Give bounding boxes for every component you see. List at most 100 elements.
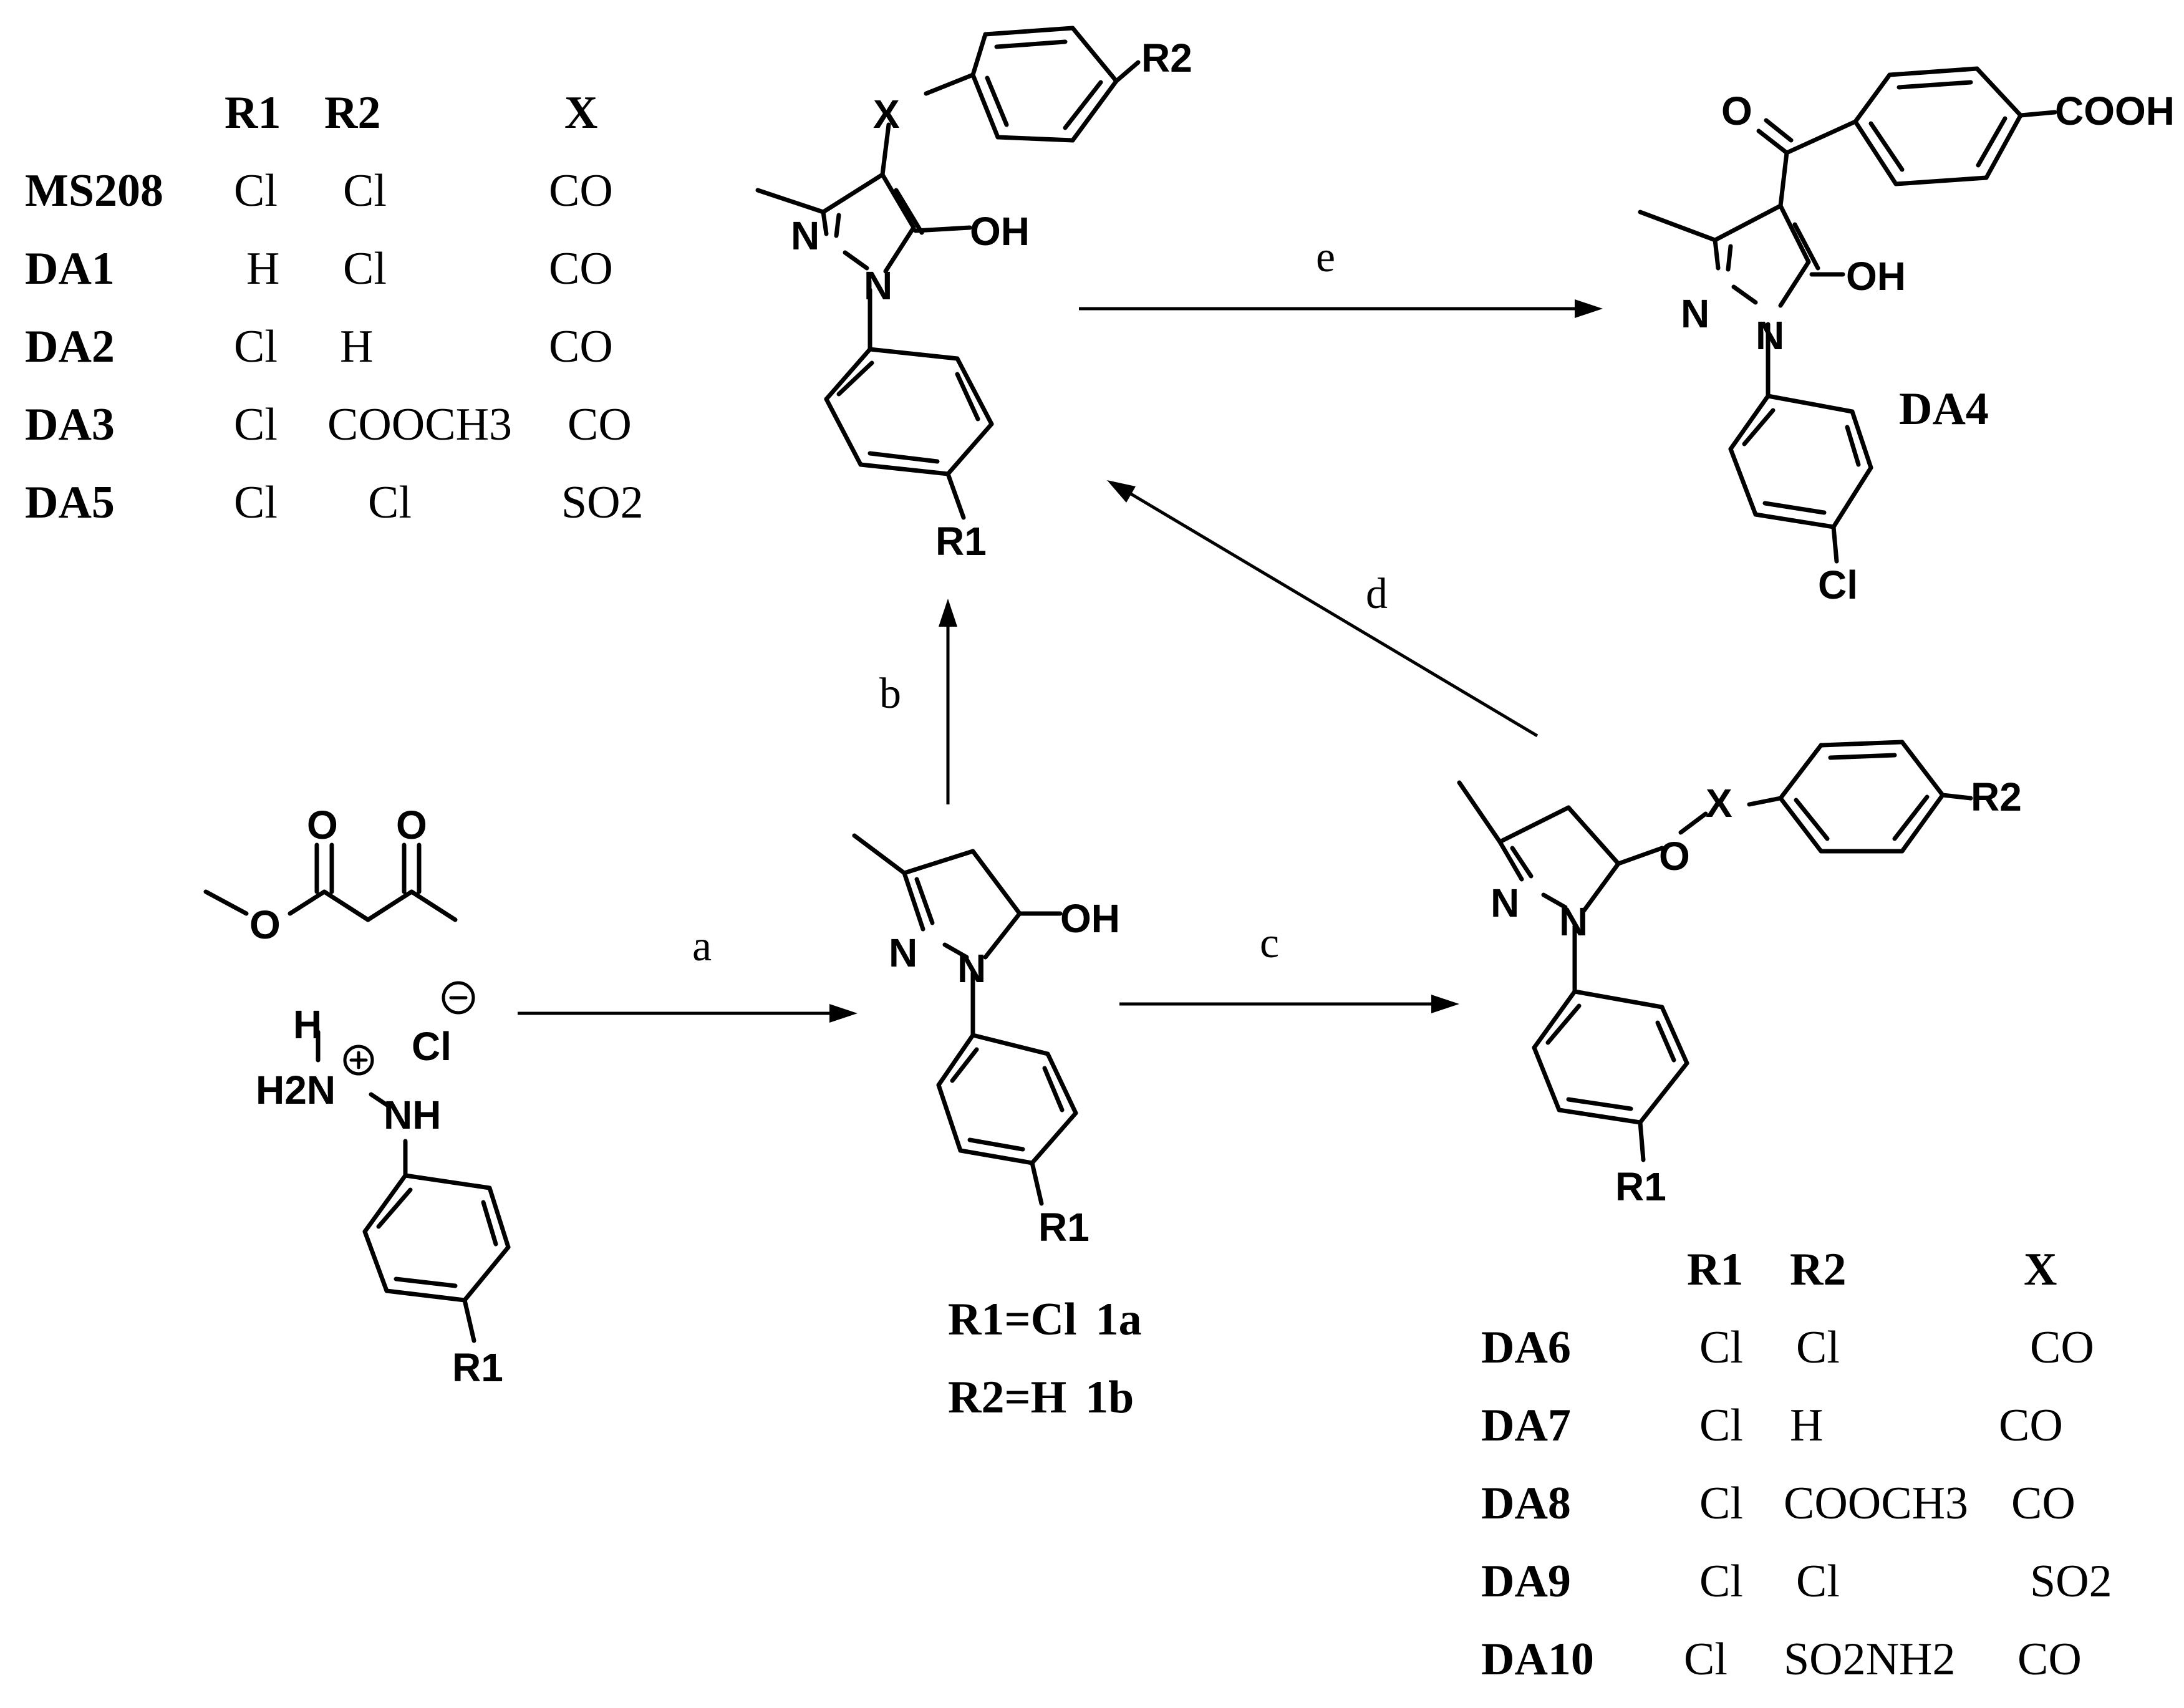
reagents: O O O H H2N NH Cl R1 <box>203 803 511 1390</box>
atom-oh: OH <box>970 209 1030 254</box>
legend-r2-line: R2=H 1b <box>948 1372 1134 1423</box>
atom-o: O <box>1721 89 1752 133</box>
atom-o: O <box>396 803 427 847</box>
positive-charge-icon <box>343 1045 374 1076</box>
table-top-row-x: SO2 <box>561 477 644 528</box>
table-bottom-row-name: DA10 <box>1481 1634 1594 1685</box>
atom-r2: R2 <box>1971 774 2022 819</box>
atom-n: N <box>1681 291 1709 336</box>
table-bottom-row-name: DA9 <box>1481 1556 1571 1607</box>
compound-o-acyl-pyrazole: X O N N R2 R1 <box>1457 740 2022 1209</box>
arrow-b: b <box>879 599 957 804</box>
atom-n: N <box>957 946 986 991</box>
atom-o: O <box>249 902 281 947</box>
table-top-row-x: CO <box>549 321 613 372</box>
table-top-row-name: DA1 <box>25 243 115 294</box>
table-top-row-r2: Cl <box>343 243 387 294</box>
atom-x: X <box>1706 781 1732 826</box>
atom-labels: O COOH OH N N Cl <box>1681 89 2175 607</box>
aryl-ring-upper <box>924 26 1141 143</box>
aryl-ring-upper <box>1853 66 2057 186</box>
atom-x: X <box>873 92 900 137</box>
table-bottom-row-x: CO <box>1999 1400 2063 1451</box>
ester-linker <box>1678 796 1783 835</box>
atom-h: H <box>293 1002 322 1047</box>
arrow-b-label: b <box>879 670 901 718</box>
table-bottom-row-r2: Cl <box>1796 1322 1840 1373</box>
atom-o: O <box>1659 834 1690 879</box>
aryl-ring-lower <box>1532 989 1689 1162</box>
arrow-d-label: d <box>1366 570 1388 618</box>
arrow-e-label: e <box>1316 233 1335 281</box>
atom-cl: Cl <box>412 1024 452 1069</box>
arrow-e: e <box>1079 233 1603 318</box>
table-bottom-row-name: DA8 <box>1481 1478 1571 1529</box>
atom-r1: R1 <box>452 1345 503 1390</box>
compound-pyrazolone-1: OH N N R1 R1=Cl 1a R2=H 1b <box>852 833 1142 1423</box>
atom-labels: OH N N R1 <box>889 896 1120 1250</box>
pyrazole-ring <box>852 833 1063 1038</box>
legend-lhs: R1=Cl <box>948 1294 1077 1345</box>
atom-oh: OH <box>1060 896 1120 941</box>
table-bottom-row-x: SO2 <box>2030 1556 2112 1607</box>
pyrazole-ring <box>755 122 972 352</box>
table-bottom-header-r2: R2 <box>1790 1244 1846 1295</box>
arrow-d: d <box>1107 480 1539 738</box>
arrow-c: c <box>1119 919 1459 1013</box>
table-bottom-row-name: DA7 <box>1481 1400 1571 1451</box>
table-top-row-r1: Cl <box>234 399 278 450</box>
carbonyl <box>1756 118 1858 155</box>
negative-charge-icon <box>442 981 475 1015</box>
table-top-row-r1: Cl <box>234 165 278 216</box>
aryl-ring <box>936 1033 1078 1206</box>
legend-id: 1a <box>1096 1294 1142 1345</box>
table-top-row-name: DA2 <box>25 321 115 372</box>
legend-lhs: R2=H <box>948 1372 1066 1423</box>
table-bottom-row-x: CO <box>2011 1478 2075 1529</box>
atom-r1: R1 <box>935 519 987 564</box>
atom-nh: NH <box>384 1093 441 1137</box>
table-top-row-r2: H <box>340 321 373 372</box>
aryl-hydrazine-hydrochloride: H H2N NH Cl R1 <box>256 981 511 1390</box>
table-top-header-r2: R2 <box>324 87 380 138</box>
aryl-ring-lower <box>1728 393 1873 564</box>
table-bottom-row-r2: Cl <box>1796 1556 1840 1607</box>
table-top-row-x: CO <box>568 399 632 450</box>
table-top-row-r2: Cl <box>343 165 387 216</box>
table-bottom-row-r1: Cl <box>1699 1400 1743 1451</box>
table-bottom-row-r1: Cl <box>1699 1322 1743 1373</box>
table-top-row-r1: Cl <box>234 321 278 372</box>
atom-o: O <box>307 803 338 847</box>
atom-n: N <box>1491 881 1519 925</box>
table-bottom-row-name: DA6 <box>1481 1322 1571 1373</box>
atom-r1: R1 <box>1038 1205 1090 1250</box>
compound-label-da4: DA4 <box>1899 384 1989 435</box>
methyl-acetoacetate: O O O <box>203 803 458 947</box>
compound-acyl-pyrazole: X OH N N R1 R2 <box>755 26 1192 564</box>
arrow-a-label: a <box>692 922 712 970</box>
table-top-row-x: CO <box>549 165 613 216</box>
atom-n: N <box>1559 899 1588 944</box>
atom-r1: R1 <box>1615 1164 1666 1209</box>
arrow-a: a <box>518 922 858 1023</box>
table-bottom-row-x: CO <box>2017 1634 2082 1685</box>
table-bottom: R1 R2 X DA6 Cl Cl CO DA7 Cl H CO DA8 Cl … <box>1481 1244 2112 1685</box>
compound-da4: O COOH OH N N Cl DA4 <box>1638 66 2175 607</box>
table-top-header-x: X <box>564 87 597 138</box>
atom-r1-text: R1 <box>935 519 987 564</box>
aryl-ring-lower <box>824 347 994 520</box>
atom-r2-text: R2 <box>1141 36 1192 80</box>
legend-id: 1b <box>1085 1372 1134 1423</box>
table-bottom-header-x: X <box>2024 1244 2057 1295</box>
table-top: R1 R2 X MS208 Cl Cl CO DA1 H Cl CO DA2 C… <box>25 87 644 528</box>
atom-h2n: H2N <box>256 1068 336 1112</box>
atom-cooh: COOH <box>2055 89 2175 133</box>
table-top-row-name: DA5 <box>25 477 115 528</box>
legend: R1=Cl 1a R2=H 1b <box>948 1294 1142 1423</box>
pyrazole-ring <box>1638 150 1845 398</box>
atom-labels: X O N N R2 R1 <box>1491 774 2022 1209</box>
table-bottom-row-r1: Cl <box>1699 1478 1743 1529</box>
atom-labels: X OH N N R1 R2 <box>791 36 1192 564</box>
aryl-ring-upper <box>1778 740 1973 854</box>
table-bottom-header-r1: R1 <box>1687 1244 1743 1295</box>
